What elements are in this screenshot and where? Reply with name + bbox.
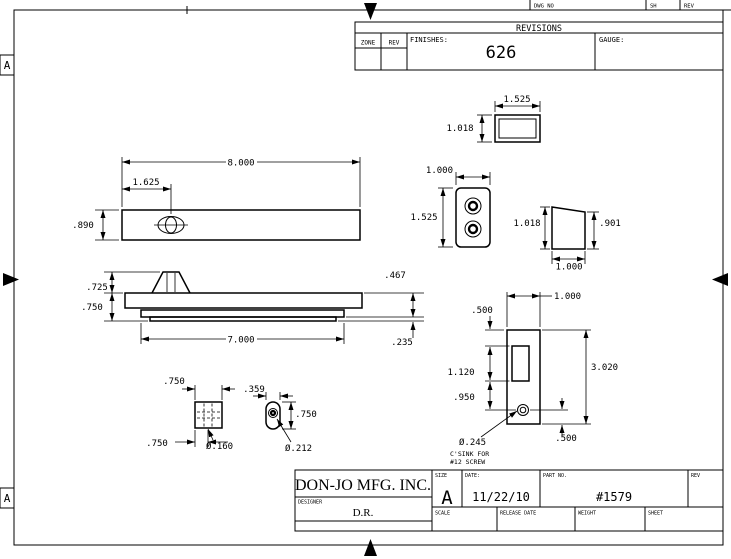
- centering-mark-bottom: [364, 539, 377, 556]
- dim-pin-width: .359: [243, 385, 265, 395]
- view-box-plan: 1.525 1.018: [446, 95, 541, 143]
- strike-csink-note-2: #12 SCREW: [450, 458, 485, 466]
- revisions-title: REVISIONS: [516, 24, 562, 34]
- dim-lip-thickness: .235: [391, 338, 413, 348]
- zone-marker-top: A: [0, 54, 15, 76]
- scale-label: SCALE: [435, 511, 450, 517]
- revisions-block: REVISIONS ZONE REV FINISHES: 626 GAUGE:: [354, 21, 724, 71]
- part-no-label: PART NO.: [543, 473, 567, 479]
- view-latch-plan: 8.000 1.625 .890: [72, 157, 361, 241]
- dim-pin-height: .750: [295, 410, 317, 420]
- dim-block-offset: .750: [146, 439, 168, 449]
- finishes-label: FINISHES:: [410, 36, 448, 44]
- dim-block-width: .750: [163, 377, 185, 387]
- rev-column-label: REV: [389, 40, 400, 47]
- designer-value: D.R.: [353, 507, 374, 519]
- release-date-label: RELEASE DATE: [500, 511, 536, 517]
- view-pin-detail: .359 .750 Ø.212: [243, 385, 317, 454]
- sheet-label: SHEET: [648, 511, 663, 517]
- zone-marker-bottom-label: A: [4, 492, 11, 505]
- dim-plate-length: 8.000: [227, 159, 254, 169]
- centering-mark-top: [364, 3, 377, 20]
- view-keeper-front: 1.000 1.525: [410, 166, 491, 248]
- weight-label: WEIGHT: [578, 511, 596, 517]
- dim-strike-hole-to-screw: .950: [453, 393, 475, 403]
- date-label: DATE:: [465, 473, 480, 479]
- dim-box-width: 1.525: [503, 95, 530, 105]
- dim-strike-height: 3.020: [591, 363, 618, 373]
- dim-side-width: 1.000: [555, 263, 582, 273]
- strike-csink-note-1: C'SINK FOR: [450, 450, 489, 458]
- dim-base-height: .750: [81, 303, 103, 313]
- size-value: A: [441, 487, 453, 509]
- designer-label: DESIGNER: [298, 500, 323, 506]
- dim-side-right: .901: [599, 219, 621, 229]
- date-value: 11/22/10: [472, 490, 530, 504]
- rev-title-label: REV: [691, 473, 700, 479]
- dim-front-height: 1.525: [410, 213, 437, 223]
- centering-mark-right: [712, 273, 728, 286]
- dim-block-hole: Ø.160: [206, 441, 233, 452]
- dim-right-height: .467: [384, 271, 406, 281]
- view-strike-plate: 1.000 .500 1.120 .950 3.020 .500 Ø.245 C…: [447, 292, 618, 466]
- dim-strike-hole-height: 1.120: [447, 368, 474, 378]
- gauge-label: GAUGE:: [599, 36, 624, 44]
- dim-slot-offset: 1.625: [132, 178, 159, 188]
- finishes-value: 626: [486, 43, 517, 63]
- size-label: SIZE: [435, 473, 447, 479]
- dim-base-length: 7.000: [227, 336, 254, 346]
- view-keeper-side: 1.018 .901 1.000: [513, 206, 621, 273]
- zone-marker-top-label: A: [4, 59, 11, 72]
- dim-front-width: 1.000: [426, 166, 453, 176]
- centering-mark-left: [3, 273, 19, 286]
- part-no-value: #1579: [596, 490, 632, 504]
- dwg-number-strip: DWG NO SH REV: [529, 0, 731, 11]
- dim-strike-width: 1.000: [554, 292, 581, 302]
- dim-bump-height: .725: [86, 283, 108, 293]
- view-block-detail: .750 .750 Ø.160: [146, 377, 235, 452]
- dim-strike-csink: Ø.245: [459, 437, 486, 448]
- dim-strike-bottom-offset: .500: [555, 434, 577, 444]
- dim-box-depth: 1.018: [446, 124, 473, 134]
- dim-plate-width: .890: [72, 221, 94, 231]
- dwg-no-label: DWG NO: [534, 4, 554, 10]
- rev-strip-label: REV: [684, 4, 695, 10]
- zone-marker-bottom: A: [0, 487, 15, 509]
- dim-pin-hole: Ø.212: [285, 443, 312, 454]
- company-name: DON-JO MFG. INC.: [295, 477, 431, 494]
- sh-label: SH: [650, 4, 657, 10]
- sheet-border: [13, 6, 724, 546]
- zone-column-label: ZONE: [361, 40, 376, 47]
- dim-side-left: 1.018: [513, 219, 540, 229]
- dim-strike-top-offset: .500: [471, 306, 493, 316]
- view-latch-side: .725 .750 .467 .235 7.000: [81, 271, 424, 348]
- title-block: DON-JO MFG. INC. DESIGNER D.R. SIZE A DA…: [294, 469, 724, 532]
